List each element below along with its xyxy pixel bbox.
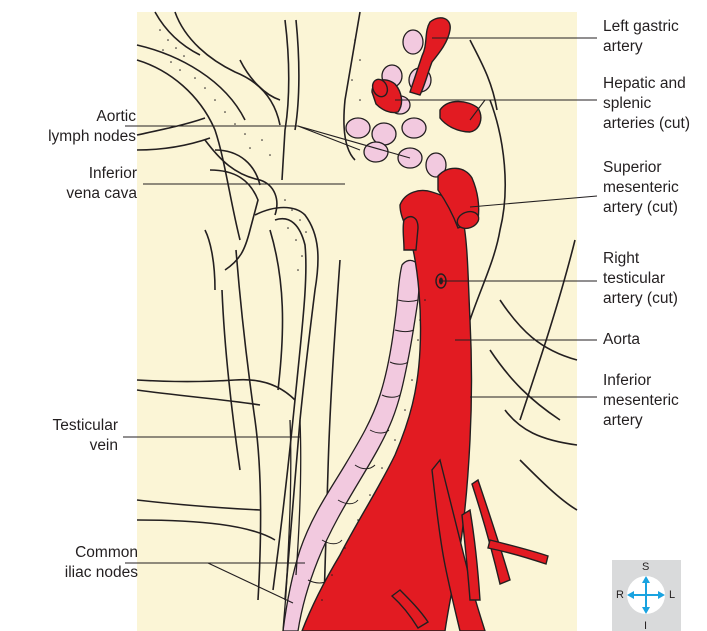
- lymph-node: [346, 118, 370, 138]
- lymph-node: [364, 142, 388, 162]
- testicular-artery-lumen: [439, 278, 443, 285]
- compass-left-label: L: [669, 589, 675, 601]
- compass-superior-label: S: [642, 561, 649, 573]
- compass-inferior-label: I: [644, 620, 647, 631]
- orientation-compass: S I R L: [612, 560, 681, 631]
- aorta-branch: [403, 217, 418, 250]
- compass-right-label: R: [616, 589, 624, 601]
- lymph-node: [403, 30, 423, 54]
- lymph-node: [402, 118, 426, 138]
- label-aorta: Aorta: [603, 330, 640, 350]
